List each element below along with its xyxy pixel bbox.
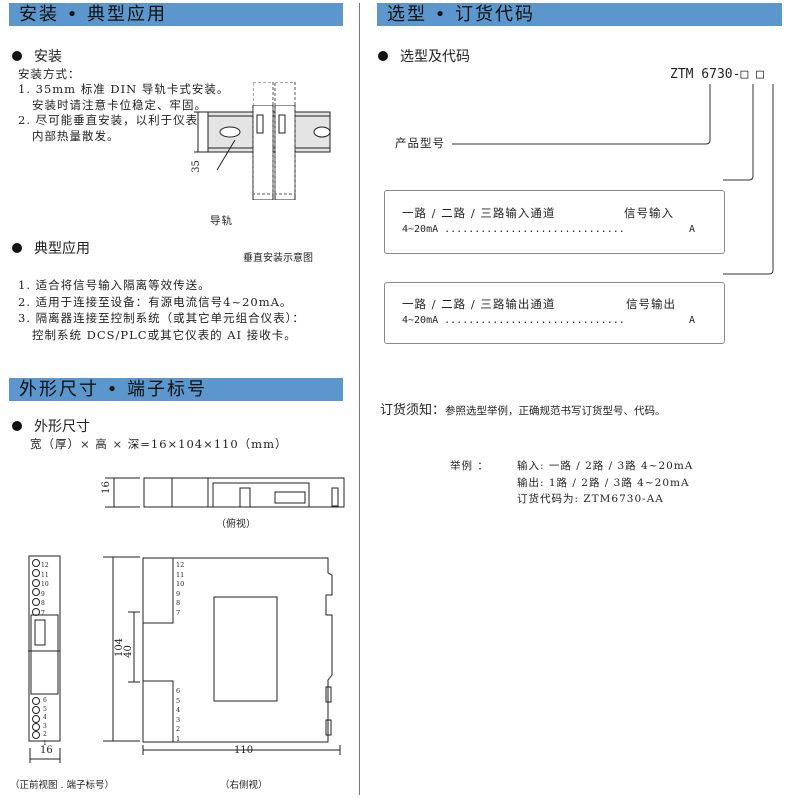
bullet-icon — [12, 51, 22, 61]
bullet-icon — [12, 243, 22, 253]
install-method-label: 安装方式： — [18, 67, 81, 81]
example-label: 举例 ： — [450, 460, 489, 472]
list-item: 内部热量散发。 — [18, 128, 120, 143]
side-depth: 110 — [234, 745, 254, 756]
selection-title: 选型及代码 — [378, 46, 470, 66]
dimension-title: 外形尺寸 — [12, 416, 90, 436]
input-box-type: 信号输入 — [624, 206, 674, 220]
list-item: 2. 尽可能垂直安装，以利于仪表 — [18, 113, 199, 127]
example-lines: 输入: 一路 / 2路 / 3路 4~20mA 输出: 1路 / 2路 / 3路 … — [517, 458, 693, 508]
order-code: ZTM 6730-□ □ — [670, 67, 764, 82]
output-option-box: 一路 / 二路 / 三路输出通道 信号输出 4~20mA ...........… — [384, 282, 725, 344]
front-width-dimension-line — [29, 748, 61, 763]
front-view-drawing — [28, 555, 61, 742]
list-item: 3. 隔离器连接至控制系统（或其它单元组合仪表）： — [18, 311, 305, 325]
dimension-formula: 宽（厚）× 高 × 深=16×104×110（mm） — [30, 437, 288, 451]
terminal-label: 7 — [176, 608, 181, 617]
example-line: 输入: 一路 / 2路 / 3路 4~20mA — [517, 460, 694, 472]
terminal-label: 4 — [176, 706, 181, 714]
input-box-range: 4~20mA .............................. — [402, 224, 625, 235]
terminal-label: 6 — [176, 687, 181, 695]
dimension-header: 外形尺寸 • 端子标号 — [9, 378, 343, 401]
install-title: 安装 — [12, 46, 62, 66]
application-title: 典型应用 — [12, 238, 90, 258]
input-box-title: 一路 / 二路 / 三路输入通道 — [402, 206, 556, 220]
terminal-label: 9 — [41, 590, 45, 598]
terminal-label: 2 — [176, 725, 181, 733]
terminal-label: 8 — [176, 599, 181, 607]
top-view-caption: （俯视） — [216, 519, 256, 530]
list-item: 1. 适合将信号输入隔离等效传送。 — [18, 278, 211, 292]
side-view-caption: （右侧视） — [220, 780, 268, 791]
list-item: 控制系统 DCS/PLC或其它仪表的 AI 接收卡。 — [18, 327, 297, 342]
bullet-icon — [12, 421, 22, 431]
input-box-code: A — [689, 224, 696, 235]
terminal-label: 11 — [176, 570, 185, 579]
ordering-note: 订货须知：参照选型举例，正确规范书写订货型号、代码。 — [380, 399, 666, 418]
output-box-range: 4~20mA .............................. — [402, 315, 625, 326]
list-item: 2. 适用于连接至设备：有源电流信号4~20mA。 — [18, 294, 293, 309]
terminal-label: 10 — [176, 580, 185, 588]
install-caption: 垂直安装示意图 — [243, 253, 313, 264]
column-divider — [359, 3, 360, 795]
output-box-type: 信号输出 — [626, 297, 676, 311]
terminal-label: 1 — [176, 734, 181, 743]
terminal-label: 7 — [41, 609, 45, 617]
application-list: 1. 适合将信号输入隔离等效传送。 2. 适用于连接至设备：有源电流信号4~20m… — [18, 277, 305, 343]
dimension-title-text: 外形尺寸 — [34, 419, 90, 435]
terminal-label: 4 — [43, 714, 47, 722]
output-box-title: 一路 / 二路 / 三路输出通道 — [402, 297, 556, 311]
example-line: 订货代码为: ZTM6730-AA — [517, 493, 664, 505]
terminal-label: 6 — [43, 697, 47, 704]
terminal-label: 2 — [43, 731, 47, 739]
din-rail-modules — [253, 82, 296, 195]
front-width: 16 — [40, 745, 53, 756]
input-option-box: 一路 / 二路 / 三路输入通道 信号输入 4~20mA ...........… — [384, 190, 725, 254]
ordering-label: 订货须知： — [380, 403, 446, 418]
side-gap: 40 — [122, 645, 134, 658]
terminal-label: 8 — [41, 600, 45, 608]
terminal-label: 12 — [41, 562, 49, 569]
terminal-label: 10 — [41, 581, 49, 589]
example-line: 输出: 1路 / 2路 / 3路 4~20mA — [517, 476, 690, 489]
rail-dimension: 35 — [190, 160, 202, 173]
list-item: 1. 35mm 标准 DIN 导轨卡式安装。 — [18, 82, 230, 96]
selection-header: 选型 • 订货代码 — [377, 3, 782, 26]
terminal-label: 5 — [43, 705, 47, 713]
selection-title-text: 选型及代码 — [400, 49, 470, 65]
bullet-icon — [378, 51, 388, 61]
top-dimension: 16 — [100, 481, 112, 494]
terminal-label: 5 — [176, 696, 181, 705]
application-title-text: 典型应用 — [34, 241, 90, 257]
terminal-label: 3 — [43, 722, 47, 730]
output-box-code: A — [689, 315, 696, 326]
terminal-label: 1 — [43, 739, 47, 747]
front-view-caption: （正前视图 . 端子标号） — [10, 780, 115, 791]
terminal-label: 12 — [176, 561, 185, 569]
rail-label: 导轨 — [210, 215, 233, 227]
ordering-text: 参照选型举例，正确规范书写订货型号、代码。 — [445, 405, 666, 417]
list-item: 安装时请注意卡位稳定、牢固。 — [18, 97, 207, 112]
code-connector-lines — [452, 84, 774, 275]
terminal-label: 3 — [176, 715, 181, 724]
install-header: 安装 • 典型应用 — [9, 3, 343, 26]
terminal-label: 9 — [176, 589, 181, 598]
install-list: 1. 35mm 标准 DIN 导轨卡式安装。 安装时请注意卡位稳定、牢固。2. … — [18, 82, 229, 144]
product-model-label: 产品型号 — [395, 136, 445, 150]
din-rail-diagram — [194, 105, 331, 200]
terminal-label: 11 — [41, 571, 49, 579]
top-view-drawing — [105, 477, 345, 508]
install-title-text: 安装 — [34, 49, 62, 65]
side-view-drawing — [103, 556, 341, 755]
